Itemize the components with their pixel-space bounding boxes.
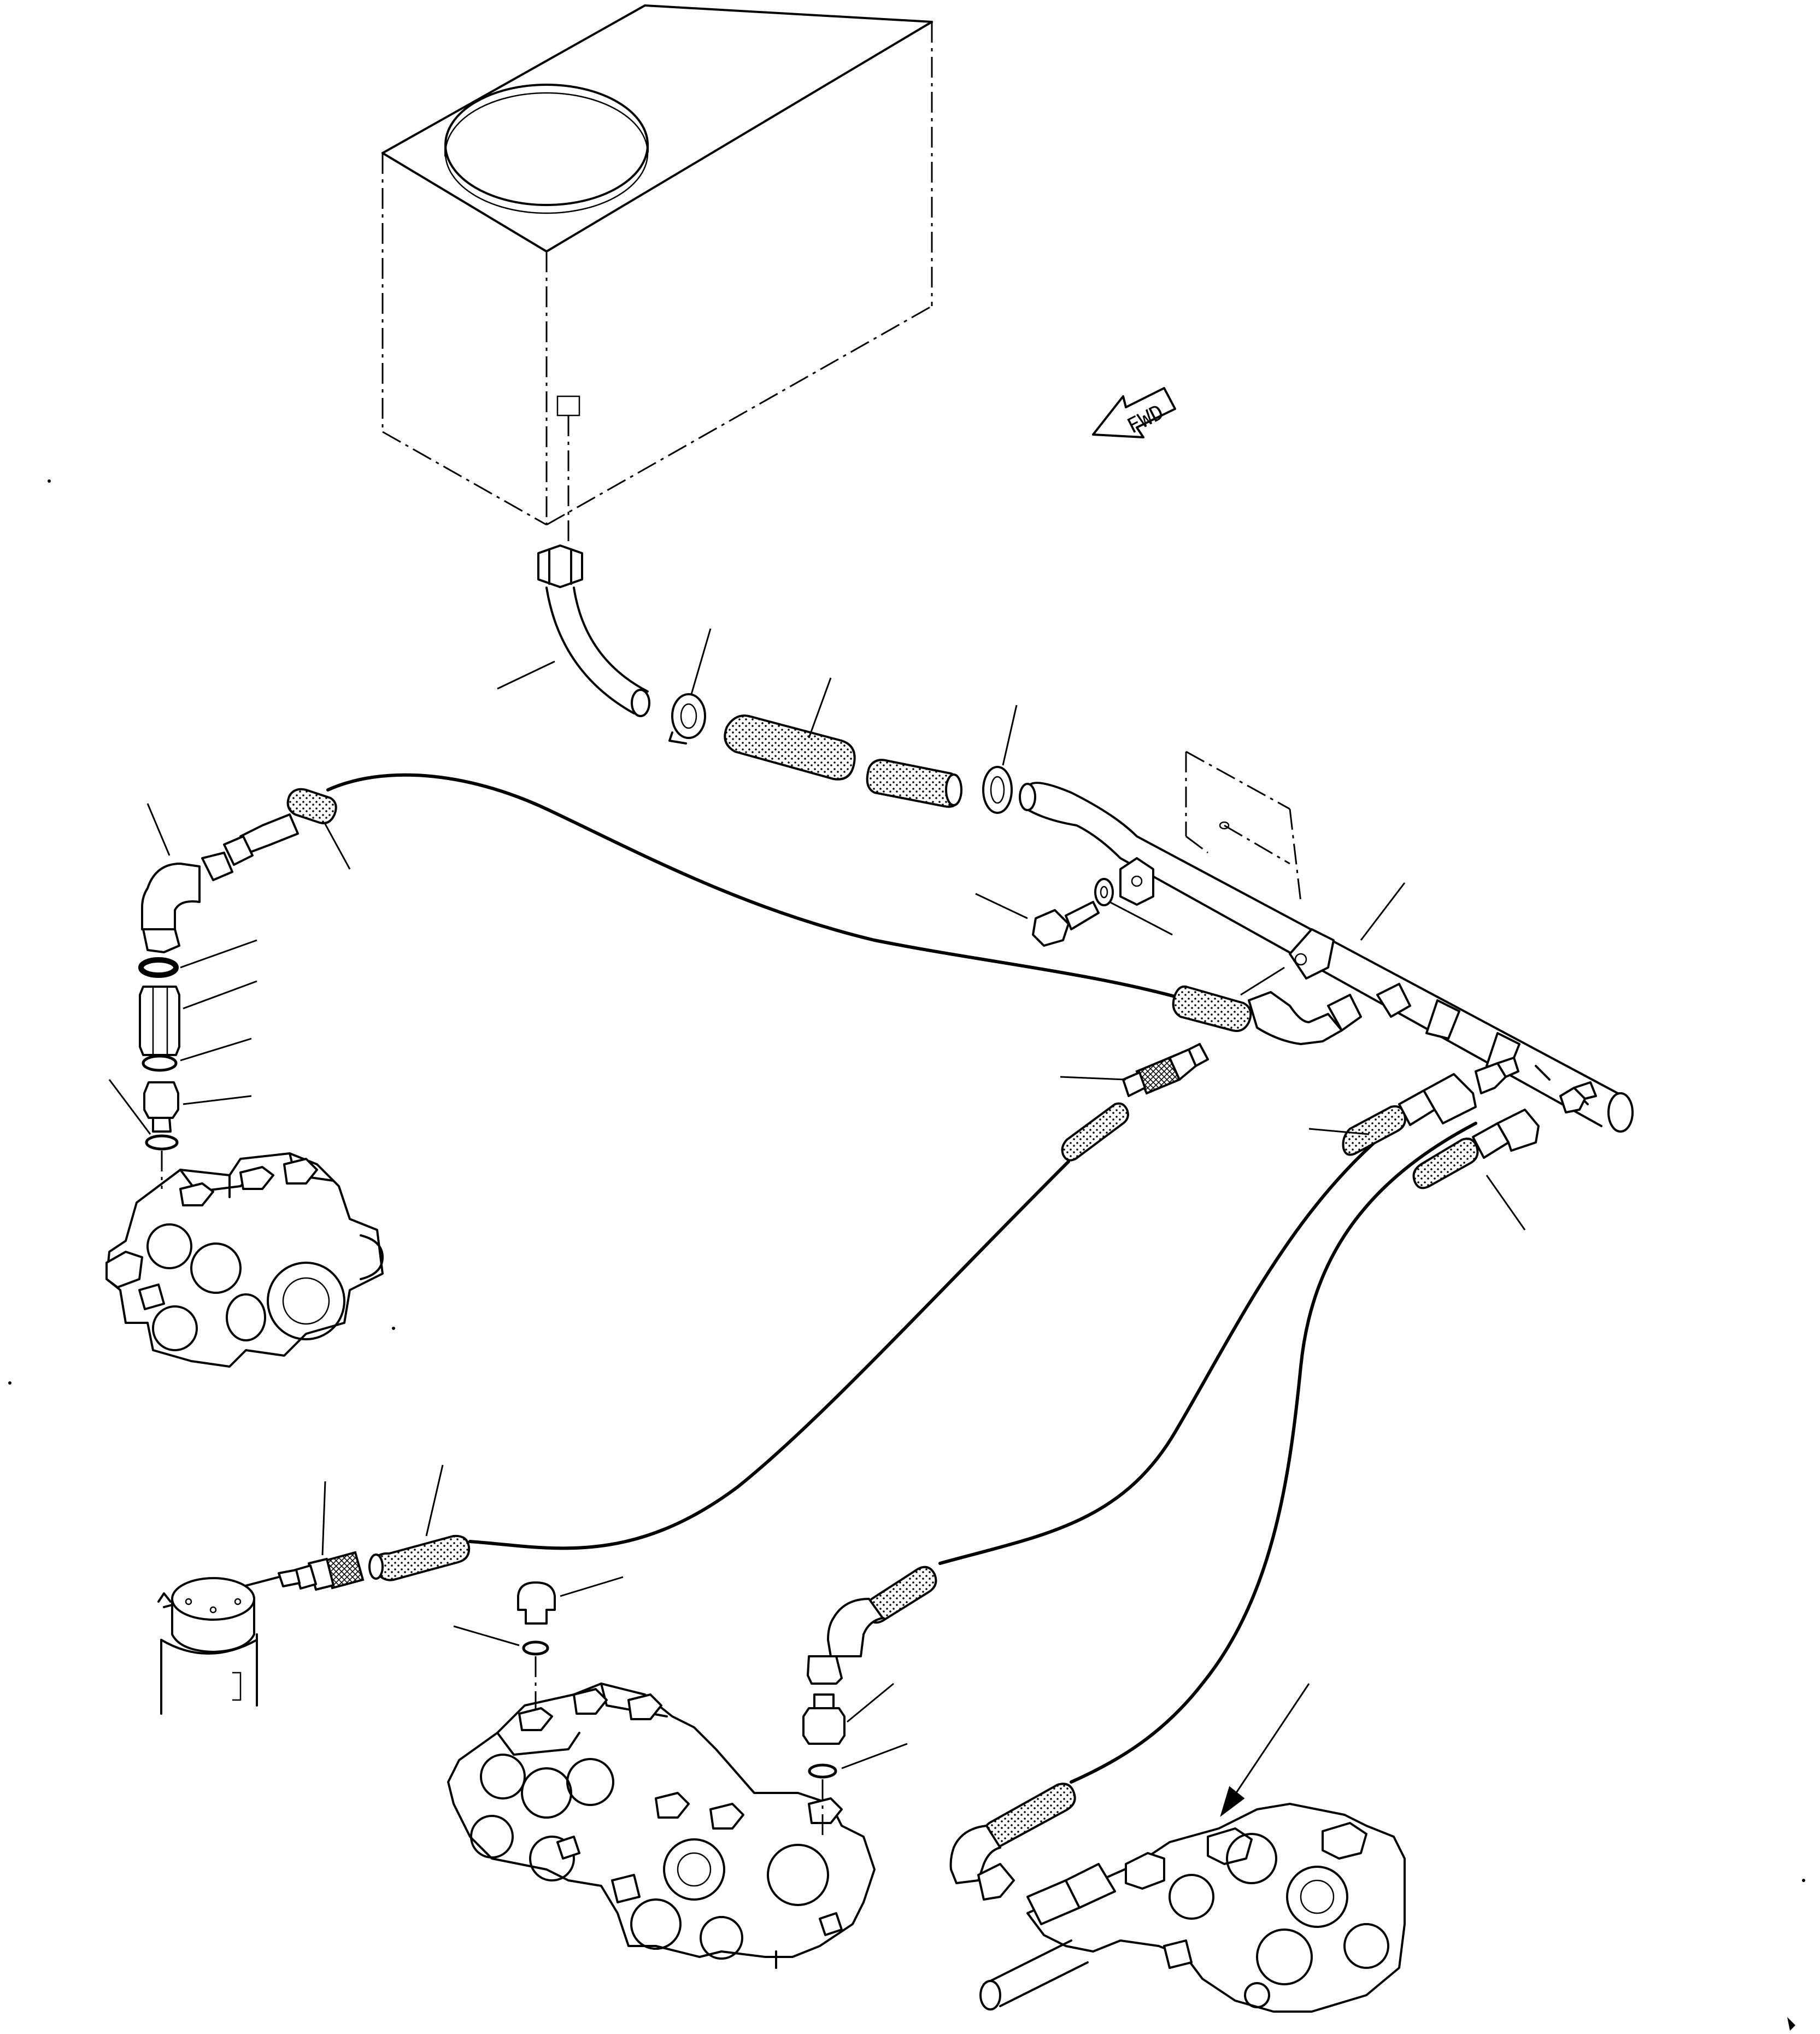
tank-icon xyxy=(381,4,933,547)
bolt-icon xyxy=(1032,901,1100,947)
washer-icon xyxy=(1094,878,1114,906)
leader-line xyxy=(180,1037,252,1062)
leader-line xyxy=(847,1683,894,1723)
leader-line xyxy=(108,1079,151,1135)
tank-return-tube-icon xyxy=(537,544,650,717)
plug-icon xyxy=(517,1581,556,1625)
o-ring-icon xyxy=(808,1763,837,1779)
hose-to-center-valve-icon xyxy=(938,1083,1455,1565)
leader-line xyxy=(425,1464,444,1537)
leader-line xyxy=(808,677,832,738)
leader-line xyxy=(183,1095,252,1105)
rubber-hose-icon xyxy=(866,759,962,808)
leader-line xyxy=(690,628,712,695)
adapter-icon xyxy=(139,986,180,1056)
o-ring-icon xyxy=(522,1640,549,1656)
leader-line xyxy=(1486,1175,1526,1230)
elbow-fitting-icon xyxy=(949,1825,1015,1901)
leader-line xyxy=(1240,966,1285,996)
hose-crimp-fitting-icon xyxy=(201,788,337,881)
leader-line xyxy=(560,1576,624,1597)
leader-line xyxy=(1308,1128,1370,1135)
hose-to-right-valve-icon xyxy=(1070,1122,1477,1784)
leader-line xyxy=(453,1625,520,1646)
rubber-hose-icon xyxy=(724,714,856,781)
elbow-fitting-icon xyxy=(807,1598,884,1685)
leader-line xyxy=(1002,705,1018,766)
hose-end-fitting-icon xyxy=(1412,1081,1597,1189)
adapter-icon xyxy=(802,1693,846,1745)
leader-line xyxy=(1109,901,1173,936)
hose-to-cylinder-icon xyxy=(468,1160,1070,1550)
hose-clamp-icon xyxy=(668,693,706,745)
leader-line xyxy=(1360,882,1406,941)
fwd-direction-arrow-icon: FWD xyxy=(1092,387,1176,438)
leader-line xyxy=(841,1743,908,1769)
leader-line xyxy=(975,893,1028,919)
o-ring-icon xyxy=(145,1134,179,1151)
quick-coupler-upper-icon xyxy=(1122,1043,1209,1097)
cylinder-icon xyxy=(157,1576,280,1715)
short-hose-icon xyxy=(1061,1102,1129,1162)
leader-line xyxy=(321,1481,326,1556)
leader-line xyxy=(1060,1076,1126,1081)
hose-clamp-icon xyxy=(982,766,1013,814)
mounting-bracket-icon xyxy=(1119,751,1302,906)
control-valve-lower-center-icon xyxy=(447,1683,876,1969)
adapter-icon xyxy=(143,1081,179,1133)
hose-end-fitting-icon xyxy=(1172,983,1411,1045)
hose-end-fitting-icon xyxy=(1342,1057,1519,1156)
leader-line xyxy=(497,660,555,690)
hose-crimp-fitting-icon xyxy=(368,1534,471,1581)
control-valve-lower-right-icon xyxy=(979,1803,1406,2013)
leader-line xyxy=(183,980,257,1010)
callout-arrow-icon xyxy=(1220,1683,1310,1817)
quick-coupler-lower-icon xyxy=(278,1551,365,1591)
elbow-fitting-icon xyxy=(141,863,201,953)
scan-mark xyxy=(8,479,1805,2031)
tank-filler-cap-icon xyxy=(444,84,649,206)
hose-upper-left-valve-icon xyxy=(326,773,1190,1002)
o-ring-icon xyxy=(142,1054,178,1072)
leader-line xyxy=(146,803,171,856)
control-valve-upper-left-icon xyxy=(105,1152,384,1368)
leader-line xyxy=(180,939,257,969)
return-manifold-pipe-icon xyxy=(1019,782,1634,1133)
o-ring-icon xyxy=(138,957,179,978)
